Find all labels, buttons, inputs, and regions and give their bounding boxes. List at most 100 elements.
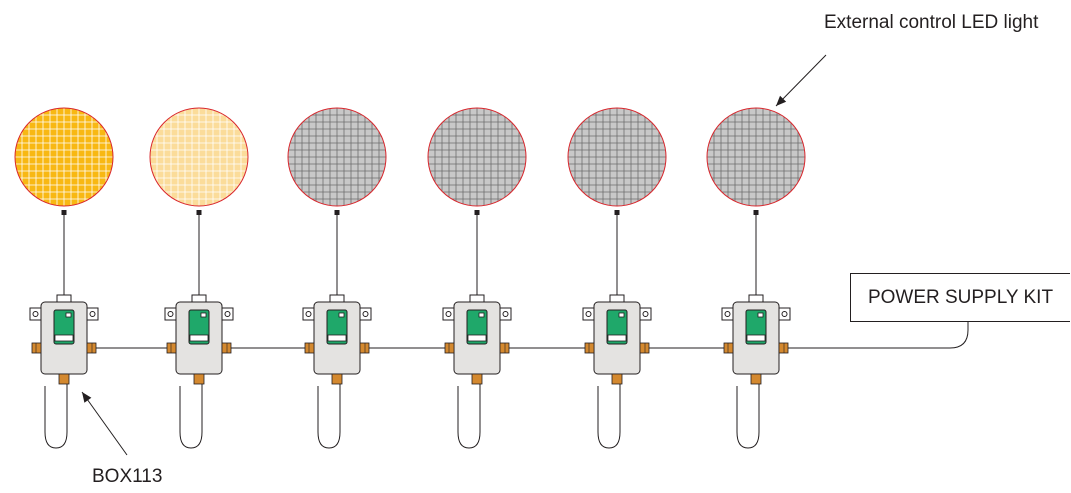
mount-ear bbox=[721, 307, 734, 321]
light-border bbox=[149, 107, 249, 207]
led-light bbox=[567, 107, 667, 215]
mount-hole bbox=[362, 311, 369, 317]
top-tab bbox=[609, 294, 625, 303]
light-border bbox=[427, 107, 527, 207]
module-slot bbox=[327, 334, 347, 342]
top-tab bbox=[469, 294, 485, 303]
module-indicator bbox=[618, 312, 625, 318]
light-border bbox=[567, 107, 667, 207]
cable-connector bbox=[778, 342, 789, 354]
mount-ear bbox=[778, 307, 791, 321]
module-indicator bbox=[478, 312, 485, 318]
power-supply-kit-box: POWER SUPPLY KIT bbox=[850, 273, 1070, 322]
cable-connector bbox=[166, 342, 177, 354]
mount-ear bbox=[86, 307, 99, 321]
mount-ear bbox=[499, 307, 512, 321]
module-slot bbox=[467, 334, 487, 342]
mount-hole bbox=[224, 311, 231, 317]
mount-ear bbox=[359, 307, 372, 321]
cable-loop bbox=[736, 374, 760, 449]
cable-connector bbox=[584, 342, 595, 354]
light-border bbox=[14, 107, 114, 207]
mount-ear bbox=[639, 307, 652, 321]
cable-plug bbox=[474, 210, 480, 215]
module-slot bbox=[54, 334, 74, 342]
led-light bbox=[149, 107, 249, 215]
cable-connector bbox=[471, 373, 483, 385]
module-indicator bbox=[338, 312, 345, 318]
led-callout-arrow-head bbox=[776, 95, 787, 106]
cable-connector bbox=[304, 342, 315, 354]
power-supply-label: POWER SUPPLY KIT bbox=[867, 286, 1054, 308]
control-box bbox=[442, 294, 512, 449]
mount-hole bbox=[781, 311, 788, 317]
light-grid bbox=[428, 108, 526, 206]
module-slot bbox=[746, 334, 766, 342]
led-light bbox=[287, 107, 387, 215]
cable-connector bbox=[723, 342, 734, 354]
top-tab bbox=[329, 294, 345, 303]
mount-hole bbox=[89, 311, 96, 317]
module-indicator bbox=[757, 312, 764, 318]
box-label: BOX113 bbox=[92, 466, 163, 487]
callout-arrows bbox=[81, 54, 827, 456]
box-callout-arrow bbox=[81, 391, 128, 456]
module-indicator bbox=[65, 312, 72, 318]
cable-loop bbox=[597, 374, 621, 449]
control-boxes bbox=[29, 294, 791, 449]
light-border bbox=[287, 107, 387, 207]
cable-plug bbox=[753, 210, 759, 215]
led-callout-arrow bbox=[775, 54, 827, 107]
cable-connector bbox=[444, 342, 455, 354]
mount-hole bbox=[32, 311, 39, 317]
cable-loop bbox=[179, 374, 203, 449]
top-tab bbox=[191, 294, 207, 303]
top-tab bbox=[748, 294, 764, 303]
cable-connector bbox=[86, 342, 97, 354]
mount-hole bbox=[724, 311, 731, 317]
power-supply-wire bbox=[786, 322, 969, 349]
cable-plug bbox=[61, 210, 67, 215]
mount-hole bbox=[445, 311, 452, 317]
led-light bbox=[14, 107, 114, 215]
wiring bbox=[63, 215, 969, 349]
control-box bbox=[164, 294, 234, 449]
led-light bbox=[427, 107, 527, 215]
led-lights bbox=[14, 107, 806, 215]
cable-connector bbox=[359, 342, 370, 354]
mount-ear bbox=[29, 307, 42, 321]
cable-connector bbox=[499, 342, 510, 354]
mount-ear bbox=[164, 307, 177, 321]
led-light bbox=[706, 107, 806, 215]
light-grid bbox=[150, 108, 248, 206]
cable-connector bbox=[639, 342, 650, 354]
cable-connector bbox=[750, 373, 762, 385]
mount-hole bbox=[585, 311, 592, 317]
module-slot bbox=[189, 334, 209, 342]
control-box bbox=[29, 294, 99, 449]
mount-ear bbox=[221, 307, 234, 321]
mount-ear bbox=[302, 307, 315, 321]
cable-loop bbox=[44, 374, 68, 449]
cable-connector bbox=[31, 342, 42, 354]
control-box bbox=[721, 294, 791, 449]
control-box bbox=[302, 294, 372, 449]
cable-loop bbox=[457, 374, 481, 449]
module-slot bbox=[607, 334, 627, 342]
cable-loop bbox=[317, 374, 341, 449]
box-callout-arrow-head bbox=[82, 392, 92, 403]
cable-connector bbox=[221, 342, 232, 354]
cable-connector bbox=[193, 373, 205, 385]
top-tab bbox=[56, 294, 72, 303]
mount-hole bbox=[502, 311, 509, 317]
mount-hole bbox=[642, 311, 649, 317]
mount-hole bbox=[167, 311, 174, 317]
cable-connector bbox=[331, 373, 343, 385]
led-light-label: External control LED light bbox=[824, 12, 1039, 33]
cable-connector bbox=[611, 373, 623, 385]
control-box bbox=[582, 294, 652, 449]
mount-ear bbox=[442, 307, 455, 321]
cable-connector bbox=[58, 373, 70, 385]
cable-plug bbox=[334, 210, 340, 215]
